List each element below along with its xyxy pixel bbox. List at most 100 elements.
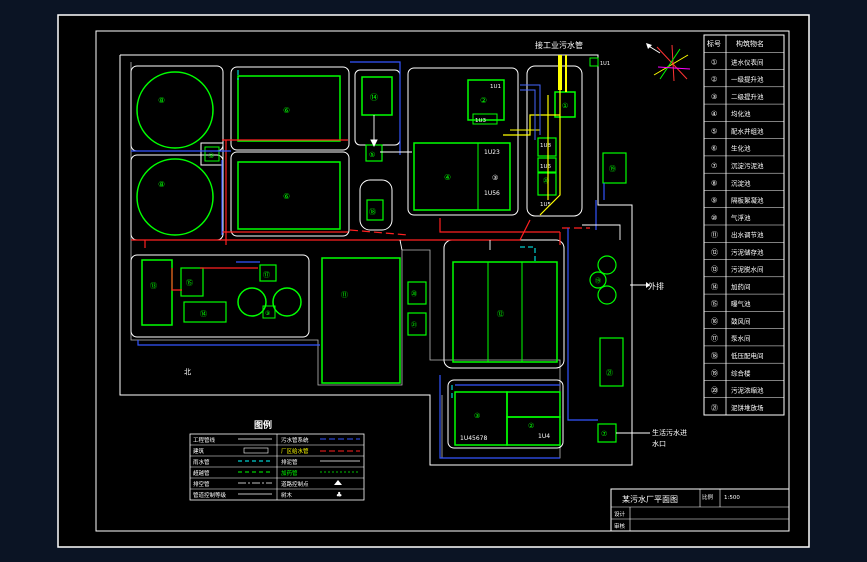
legend-item: 加药管 [281, 469, 298, 477]
inlet-label-line2: 水口 [652, 439, 666, 448]
equalization-tank [413, 142, 511, 211]
unit-label: ⑨ [265, 310, 270, 317]
index-structure-name: 配水井组池 [731, 126, 764, 135]
unit-label: ⑱ [369, 208, 376, 216]
index-structure-name: 低压配电间 [731, 351, 764, 360]
biochemical-tank-1 [237, 75, 341, 142]
index-header-name: 构筑物名 [736, 39, 764, 48]
unit-label: ⑫ [497, 310, 504, 318]
scale-value: 1:500 [724, 495, 740, 501]
index-structure-name: 均化池 [731, 109, 751, 118]
legend-item: 排泥管 [281, 458, 298, 466]
index-number: ⑱ [711, 352, 718, 360]
inner-frame [95, 30, 790, 532]
unit-label: ③ [208, 152, 214, 160]
title-block: 某污水厂平面图 比例 1:500 设计 审核 [610, 488, 790, 532]
legend-item: 超越管 [193, 469, 210, 477]
unit-label: ④ [444, 173, 451, 182]
legend-item: 工程管线 [193, 436, 216, 444]
drawing-frame [57, 14, 810, 548]
unit-label: ② [528, 422, 534, 430]
unit-label: ③ [492, 174, 498, 182]
index-number: ⑮ [711, 300, 718, 308]
index-structure-name: 沉淀污泥池 [731, 161, 764, 170]
index-number: ⑨ [711, 197, 717, 205]
compass-rose [646, 43, 691, 82]
unit-code: 1U6 [540, 164, 552, 170]
unit-code: 1U3 [475, 118, 487, 124]
index-number: ⑩ [711, 214, 717, 222]
index-number: ⑥ [711, 145, 717, 153]
unit-label: ⑥ [283, 192, 290, 201]
reviewer-label: 审核 [614, 522, 626, 530]
unit-label: ⑥ [283, 106, 290, 115]
designer-label: 设计 [614, 510, 626, 518]
sedimentation-tank-2 [136, 158, 214, 236]
unit-code: 1U56 [484, 190, 500, 197]
legend-item: 建筑 [193, 447, 205, 455]
unit-label: ㉑ [606, 369, 613, 377]
unit-label: ⑪ [341, 291, 348, 299]
tree-icon: ♣ [336, 491, 342, 499]
index-number: ① [711, 58, 717, 66]
index-number: ④ [711, 110, 717, 118]
unit-label: ⑰ [263, 271, 270, 279]
legend-item: 道路控制点 [281, 480, 309, 488]
index-structure-name: 进水仪表间 [731, 57, 764, 66]
process-pipes-red [131, 139, 561, 291]
unit-label: ⑦ [601, 430, 607, 438]
index-number: ⑤ [711, 127, 717, 135]
index-number: ⑫ [711, 248, 718, 256]
index-structure-name: 生化池 [731, 144, 751, 153]
index-structure-name: 隔板絮凝池 [731, 196, 764, 205]
unit-code: 1U8 [540, 143, 552, 149]
unit-label: ⑤ [369, 151, 375, 159]
unit-label: ⑧ [158, 96, 165, 105]
index-number: ⑬ [711, 266, 718, 274]
top-pipe-label: 接工业污水管 [535, 40, 583, 50]
unit-label: ⑳ [411, 290, 417, 298]
index-structure-name: 泥饼堆放场 [731, 403, 764, 412]
index-structure-name: 污泥储存池 [731, 247, 764, 256]
unit-code: 1U23 [484, 149, 500, 156]
legend-item: 雨水管 [193, 458, 210, 466]
unit-label: ⑬ [150, 282, 157, 290]
legend-title: 图例 [254, 419, 272, 431]
biochemical-tank-2 [237, 161, 341, 230]
index-structure-name: 沉淀池 [731, 178, 751, 187]
scale-label: 比例 [702, 493, 714, 501]
index-structure-name: 鼓风间 [731, 316, 751, 325]
index-number: ⑦ [711, 162, 717, 170]
unit-code: 1U45678 [460, 435, 487, 442]
index-number: ㉑ [711, 404, 718, 412]
legend: 图例 工程管线 污水管系统 建筑 厂区给水管 雨水管 排泥管 超越管 加药管 排… [189, 419, 365, 501]
unit-label: ② [480, 96, 487, 105]
index-structure-name: 综合楼 [731, 368, 751, 377]
unit-label: ① [562, 102, 568, 110]
index-structure-name: 二级提升池 [731, 92, 764, 101]
site-boundary [119, 54, 633, 466]
index-number: ⑲ [711, 369, 718, 377]
index-structure-name: 污泥脱水间 [731, 265, 764, 274]
top-tag: 1U1 [600, 61, 610, 67]
discharge-label: 外排 [648, 281, 664, 291]
unit-label: ⑲ [609, 165, 616, 173]
index-number: ② [711, 76, 717, 84]
index-number: ⑳ [711, 387, 718, 395]
legend-item: 污水管系统 [281, 436, 309, 444]
index-structure-name: 出水调节池 [731, 230, 764, 239]
index-structure-name: 污泥浓缩池 [731, 386, 764, 395]
index-number: ⑪ [711, 231, 718, 239]
legend-item: 厂区给水管 [281, 447, 309, 455]
index-number: ③ [711, 93, 717, 101]
unit-label: ⑭ [370, 93, 378, 102]
unit-code: 1U5 [540, 202, 552, 208]
index-number: ⑧ [711, 179, 717, 187]
unit-label: ⑳ [543, 177, 549, 185]
index-header-no: 标号 [707, 39, 721, 48]
unit-label: ⑭ [200, 310, 207, 318]
process-pipes-blue [131, 61, 605, 459]
legend-item: 管道控制等级 [193, 491, 227, 499]
